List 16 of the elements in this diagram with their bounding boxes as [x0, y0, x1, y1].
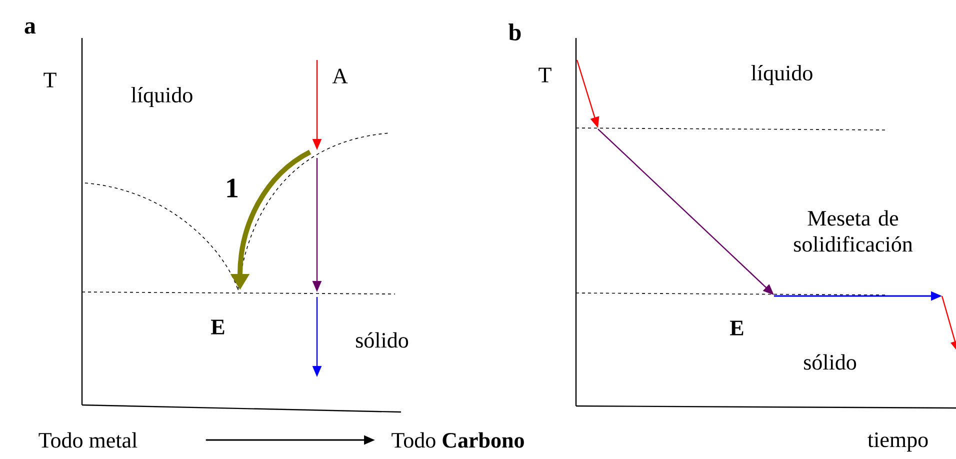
panel-letter: b	[508, 24, 521, 40]
plateau-label: Meseta de solidificación	[794, 210, 913, 252]
point-label: E	[211, 320, 224, 334]
axis-end-label: Todo Carbono	[392, 432, 524, 448]
region-label: líquido	[131, 87, 192, 107]
panel-letter: a	[24, 22, 36, 34]
axis-label: T	[538, 68, 552, 82]
region-label: sólido	[356, 332, 408, 348]
axis-label: tiempo	[868, 432, 928, 452]
axis-label: T	[44, 72, 56, 88]
region-label: líquido	[751, 65, 812, 85]
step-number: 1	[227, 178, 238, 198]
region-label: sólido	[804, 354, 856, 370]
axis-end-label: Todo metal	[38, 432, 138, 448]
point-label: E	[730, 320, 744, 336]
point-label: A	[332, 68, 348, 84]
